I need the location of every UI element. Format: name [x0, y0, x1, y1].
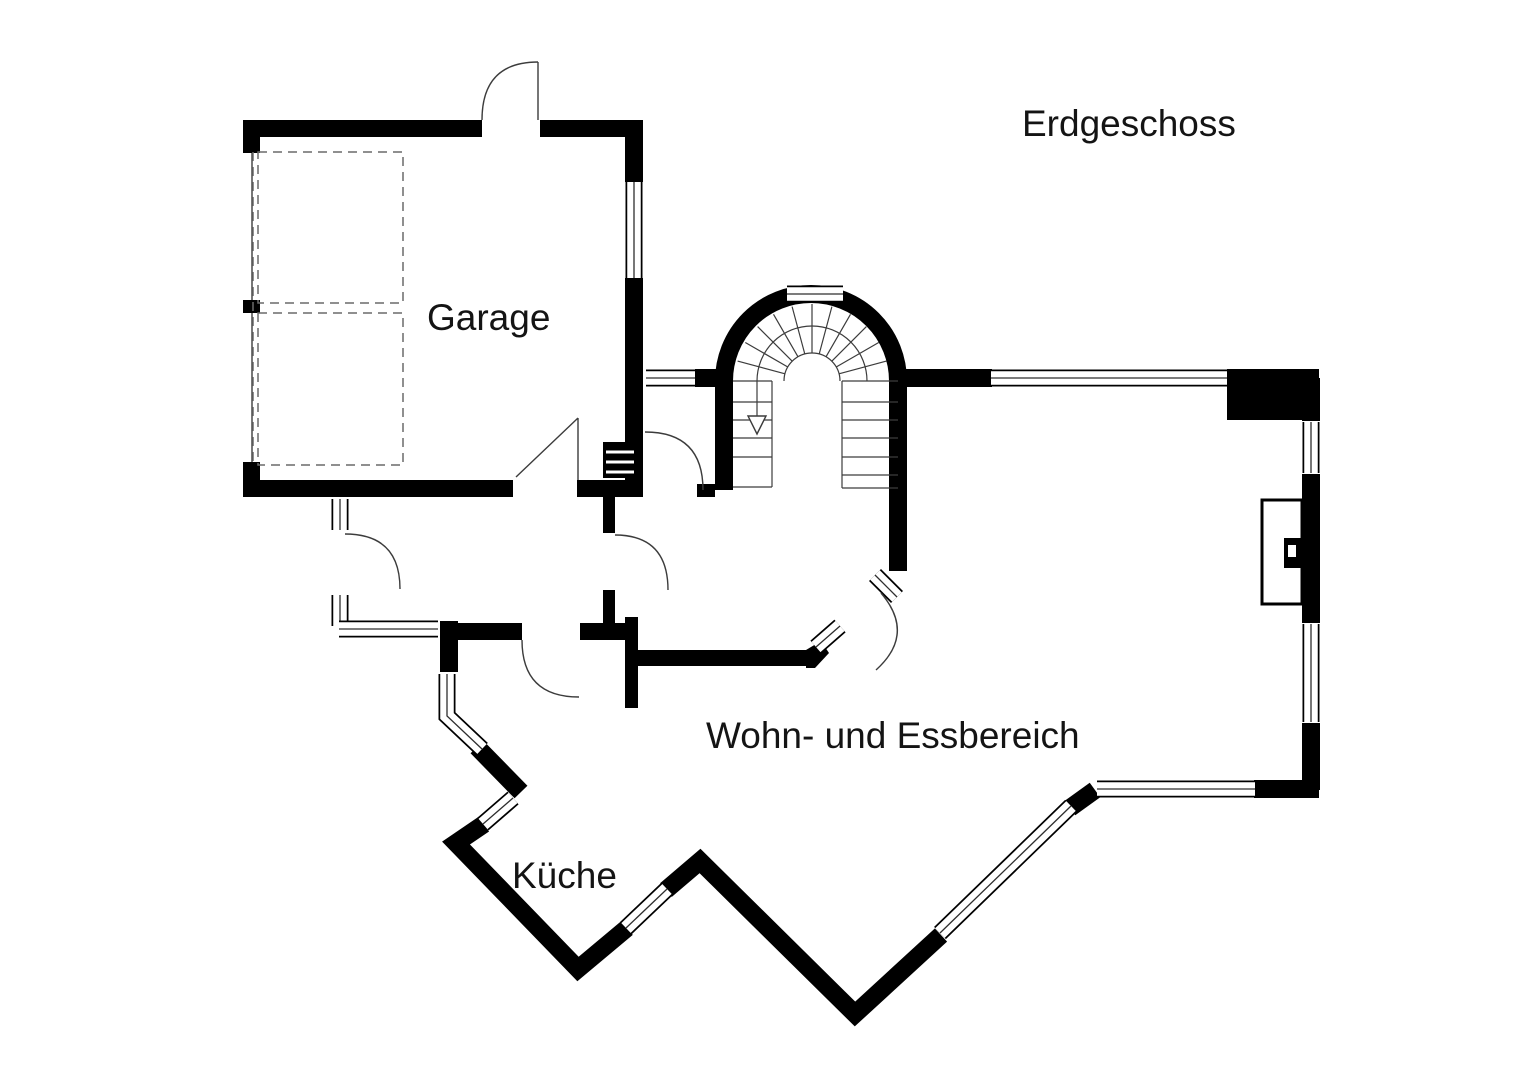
door-hall-inner-arc: [614, 534, 669, 591]
garage-right-wall-upper: [625, 137, 643, 182]
living-north-wall: [638, 650, 808, 666]
fireplace-flue: [1288, 545, 1296, 557]
window-livingwall-diagonal: [815, 625, 841, 648]
garage-left-wall-top: [243, 120, 260, 153]
stair-left-wall-cap: [697, 484, 715, 497]
windows: [251, 153, 1320, 940]
door-vestibule-arc: [344, 533, 401, 590]
staircase-enclosure-wall: [715, 285, 907, 571]
room-label-garage: Garage: [427, 297, 550, 338]
bay-corner-wall: [1064, 782, 1101, 816]
hall-wall-lower: [603, 590, 615, 624]
garage-bottom-wall-right: [577, 480, 643, 497]
kitchen-north-wall-right: [580, 623, 638, 640]
window-kitchen-west-upper: [446, 674, 483, 750]
hall-steps-treads: [606, 450, 634, 474]
garage-top-wall-left: [243, 120, 482, 137]
stair-right-treads: [842, 401, 898, 476]
stair-flight-edges: [733, 380, 898, 489]
parking-spaces: [252, 151, 404, 466]
window-kitchen-south-diagonal: [625, 888, 668, 929]
stair-left-treads: [733, 401, 772, 458]
labels: Erdgeschoss Garage Wohn- und Essbereich …: [427, 103, 1236, 896]
door-living-arc: [875, 592, 898, 671]
garage-bottom-wall-left: [243, 480, 513, 497]
window-living-southeast-diagonal: [939, 805, 1072, 934]
garage-left-wall-middle: [243, 300, 260, 313]
stair-down-arrow-icon: [746, 415, 768, 436]
stair-winder-treads: [737, 304, 887, 375]
staircase: [733, 304, 898, 489]
hall-wall-upper: [603, 497, 615, 533]
window-kitchen-west-lower: [482, 797, 514, 825]
kitchen-west-upper-wall: [470, 740, 528, 799]
walls: [243, 120, 1320, 1027]
door-hall-corridor-arc: [644, 431, 704, 491]
window-stairwall-diagonal: [874, 574, 898, 598]
kitchen-west-zigzag-wall: [442, 816, 948, 1027]
room-label-kitchen: Küche: [512, 855, 617, 896]
fireplace: [1260, 498, 1304, 606]
door-kitchen-arc: [521, 639, 580, 698]
parking-space-upper: [257, 151, 404, 304]
kitchen-north-wall-left: [440, 623, 522, 640]
door-garage-hall-leaf: [515, 417, 579, 480]
garage-top-wall-right: [540, 120, 643, 137]
page-title: Erdgeschoss: [1022, 103, 1236, 144]
stair-inner-arch: [783, 352, 841, 382]
room-label-living: Wohn- und Essbereich: [706, 715, 1080, 756]
door-garage-entry-arc: [481, 61, 539, 121]
parking-space-lower: [257, 312, 404, 466]
kitchen-east-wall-stub: [625, 617, 638, 708]
doors: [344, 61, 898, 698]
